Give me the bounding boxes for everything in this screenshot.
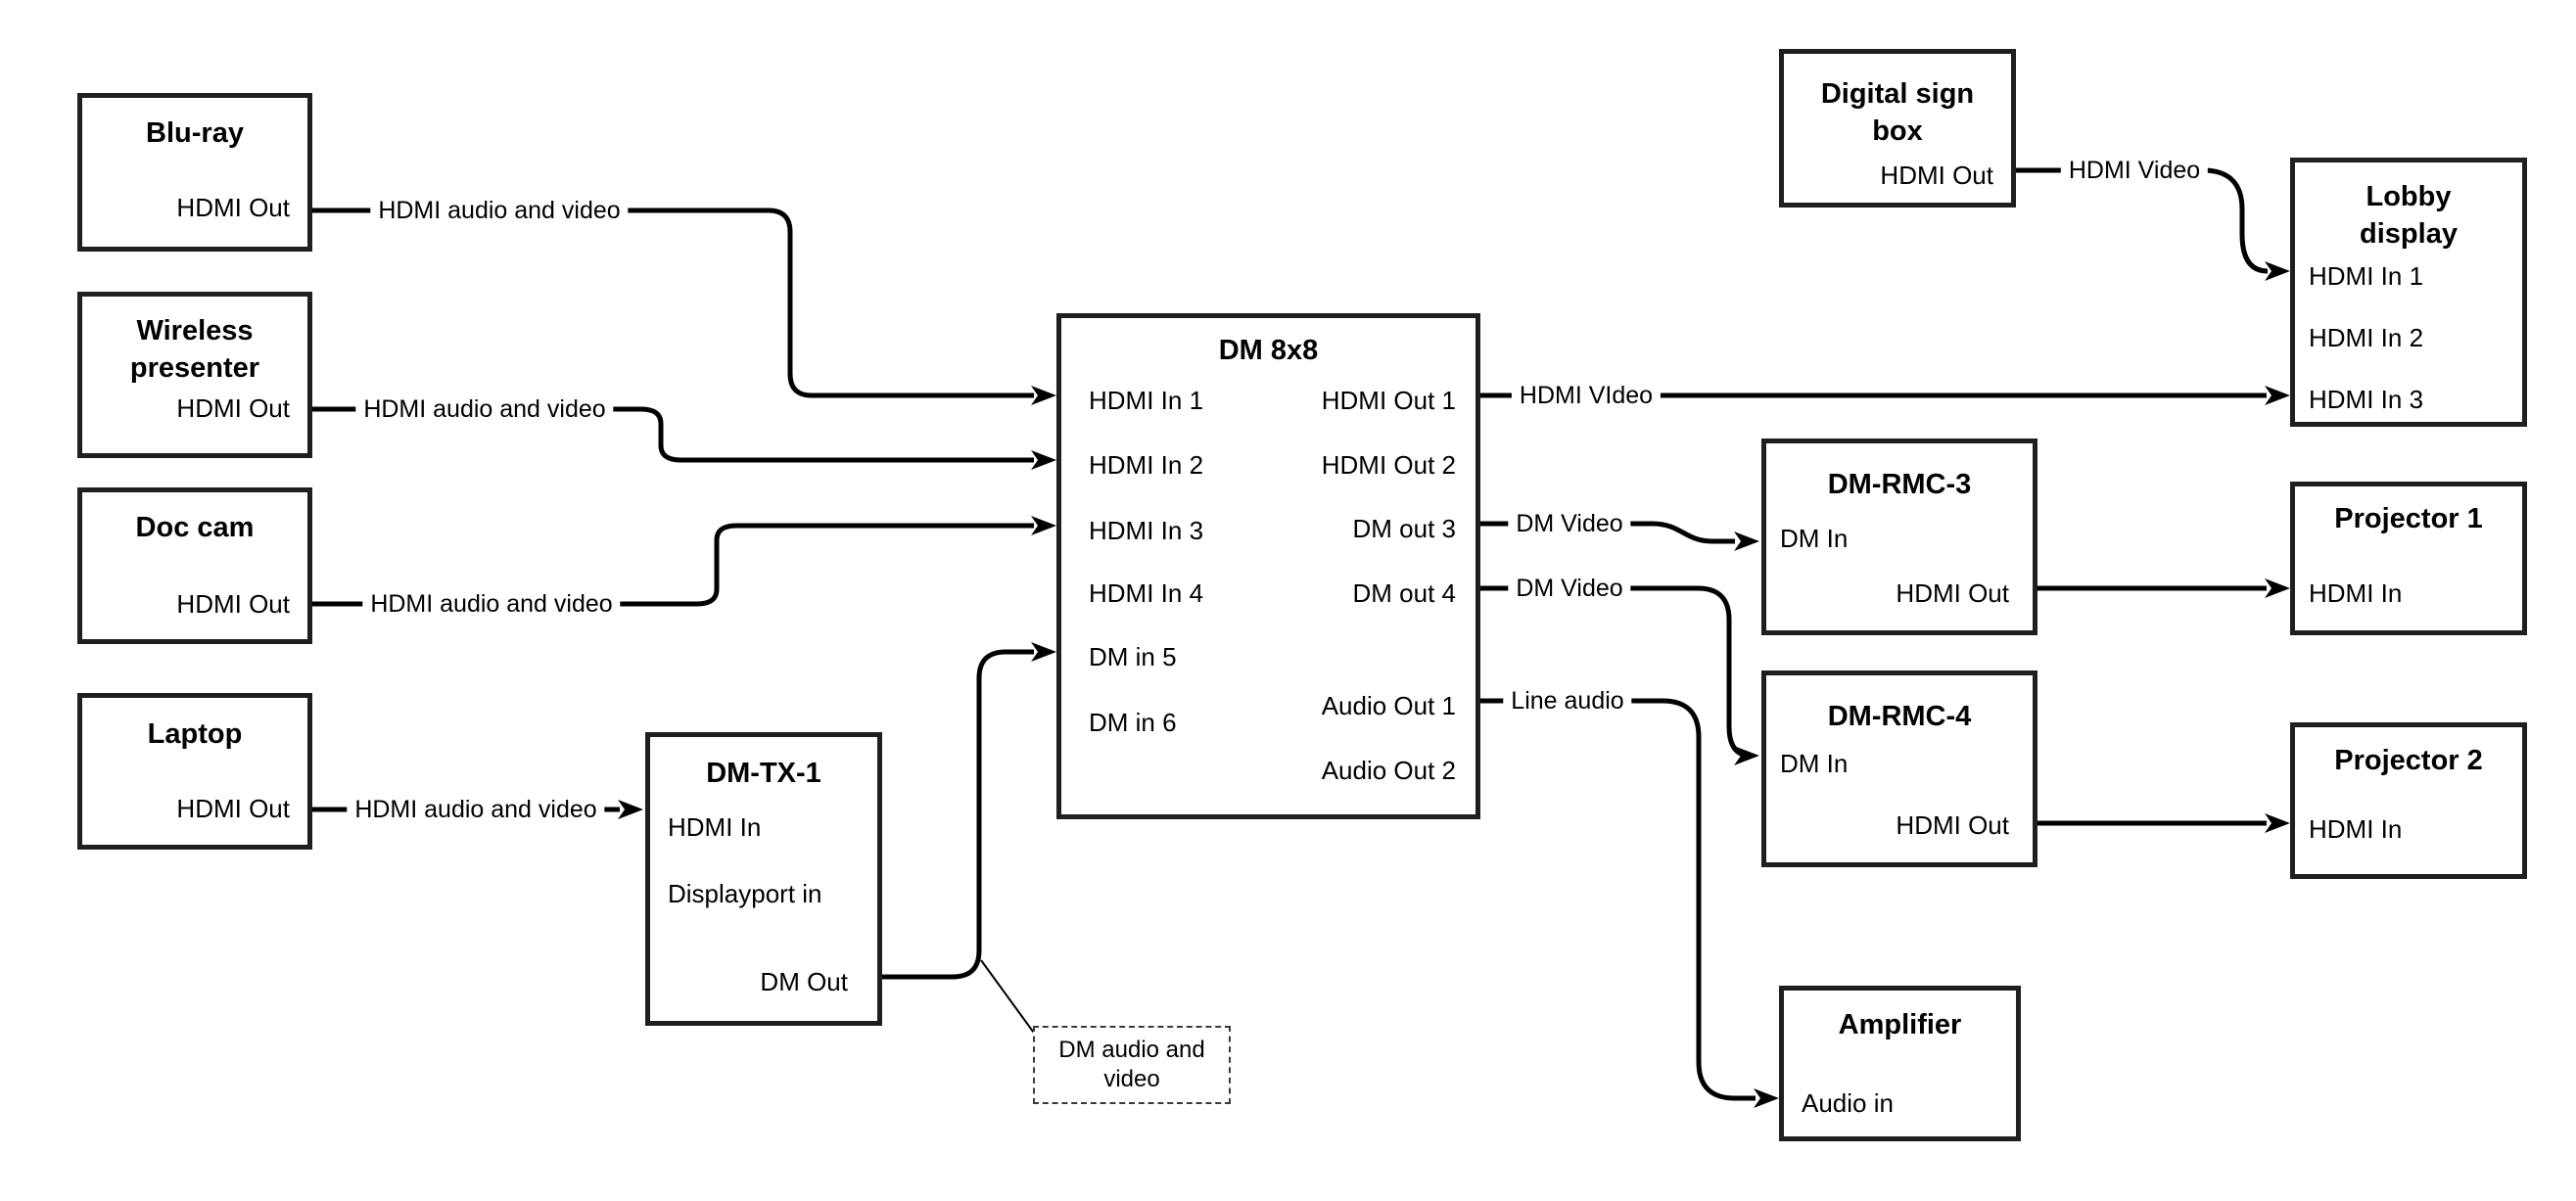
port-laptop-hdmi-out: HDMI Out: [176, 794, 290, 823]
port-rmc4-dm-in: DM In: [1780, 749, 1849, 778]
arrowhead-dm8x8-in2: [1031, 450, 1056, 470]
node-digsign-title: Digital sign box: [1820, 78, 1975, 147]
port-dm8x8-hdmi-out1: HDMI Out 1: [1321, 386, 1456, 415]
port-doccam-hdmi-out: HDMI Out: [176, 589, 290, 619]
wire-label-doccam: HDMI audio and video: [362, 589, 621, 619]
arrowhead-rmc3-dm-in: [1734, 531, 1759, 551]
wire-dm8x8-audioout1-to-amp: [1480, 698, 1756, 1101]
port-dm8x8-dm-out4: DM out 4: [1352, 578, 1457, 608]
port-amp-audio-in: Audio in: [1802, 1088, 1894, 1118]
wire-label-laptop: HDMI audio and video: [347, 795, 605, 824]
wire-dmtx1-to-dm8x8-in5: [881, 649, 1034, 980]
arrowhead-amp-audio-in: [1754, 1088, 1779, 1108]
port-dm8x8-audio-out1: Audio Out 1: [1321, 691, 1456, 720]
arrowhead-lobby-in3: [2265, 386, 2290, 405]
wire-label-bluray: HDMI audio and video: [370, 196, 629, 225]
node-dm-rmc-4: DM-RMC-4 DM In HDMI Out: [1761, 670, 2037, 867]
node-lobby-display: Lobby display HDMI In 1 HDMI In 2 HDMI I…: [2290, 158, 2527, 427]
arrowhead-proj1-hdmi-in: [2265, 578, 2290, 598]
callout-leader-line: [980, 959, 1037, 1037]
wire-dm8x8-out3-to-rmc3: [1480, 521, 1735, 544]
port-bluray-hdmi-out: HDMI Out: [176, 193, 290, 222]
wire-label-wireless: HDMI audio and video: [355, 394, 614, 424]
port-wireless-hdmi-out: HDMI Out: [176, 393, 290, 423]
node-doccam: Doc cam HDMI Out: [77, 487, 312, 644]
arrowhead-dm8x8-in1: [1031, 386, 1056, 405]
arrowhead-dmtx1-hdmi-in: [618, 800, 643, 819]
port-dm8x8-dm-in5: DM in 5: [1089, 642, 1177, 671]
node-dmtx1-title: DM-TX-1: [706, 758, 821, 789]
port-dm8x8-hdmi-in1: HDMI In 1: [1089, 386, 1204, 415]
arrowhead-dm8x8-in5: [1031, 642, 1056, 662]
wire-label-digsign: HDMI Video: [2060, 156, 2209, 185]
node-rmc3-title: DM-RMC-3: [1827, 469, 1972, 500]
port-dmtx1-hdmi-in: HDMI In: [668, 812, 762, 842]
port-proj1-hdmi-in: HDMI In: [2309, 578, 2403, 608]
arrowhead-rmc4-dm-in: [1734, 746, 1759, 765]
wire-label-audio-out1: Line audio: [1503, 686, 1632, 716]
arrowhead-lobby-in1: [2265, 261, 2290, 281]
port-dmtx1-displayport-in: Displayport in: [668, 879, 822, 908]
port-lobby-hdmi-in1: HDMI In 1: [2309, 261, 2424, 291]
wire-label-dm-out3: DM Video: [1508, 509, 1631, 538]
arrowhead-proj2-hdmi-in: [2265, 813, 2290, 833]
wire-label-dm-out4: DM Video: [1508, 574, 1631, 603]
node-amp-title: Amplifier: [1838, 1009, 1962, 1040]
port-dm8x8-audio-out2: Audio Out 2: [1321, 756, 1456, 785]
port-dm8x8-hdmi-in3: HDMI In 3: [1089, 516, 1204, 545]
node-rmc4-title: DM-RMC-4: [1827, 701, 1972, 732]
wire-label-hdmi-out1: HDMI VIdeo: [1511, 381, 1662, 410]
port-dm8x8-hdmi-in4: HDMI In 4: [1089, 578, 1204, 608]
node-lobby-title: Lobby display: [2360, 181, 2458, 250]
port-dm8x8-hdmi-in2: HDMI In 2: [1089, 450, 1204, 480]
wire-doccam-to-dm8x8-in3: [312, 523, 1034, 607]
port-dm8x8-dm-in6: DM in 6: [1089, 708, 1177, 737]
arrowhead-dm8x8-in3: [1031, 516, 1056, 535]
node-projector2: Projector 2 HDMI In: [2290, 722, 2527, 879]
node-digital-sign-box: Digital sign box HDMI Out: [1779, 49, 2016, 208]
port-rmc3-hdmi-out: HDMI Out: [1896, 578, 2009, 608]
node-laptop-title: Laptop: [147, 718, 243, 750]
port-digsign-hdmi-out: HDMI Out: [1880, 161, 1993, 190]
port-lobby-hdmi-in3: HDMI In 3: [2309, 385, 2424, 414]
node-dm8x8-title: DM 8x8: [1218, 335, 1319, 366]
node-projector1: Projector 1 HDMI In: [2290, 482, 2527, 635]
node-wireless-title: Wireless presenter: [129, 315, 260, 384]
wire-wireless-to-dm8x8-in2: [312, 406, 1034, 463]
node-bluray: Blu-ray HDMI Out: [77, 93, 312, 252]
port-rmc4-hdmi-out: HDMI Out: [1896, 810, 2009, 840]
node-dmtx1: DM-TX-1 HDMI In Displayport in DM Out: [645, 732, 882, 1026]
node-proj2-title: Projector 2: [2334, 745, 2483, 776]
node-doccam-title: Doc cam: [135, 512, 255, 543]
port-lobby-hdmi-in2: HDMI In 2: [2309, 323, 2424, 352]
node-laptop: Laptop HDMI Out: [77, 693, 312, 850]
node-bluray-title: Blu-ray: [146, 117, 244, 149]
node-amplifier: Amplifier Audio in: [1779, 986, 2021, 1141]
port-dmtx1-dm-out: DM Out: [760, 967, 848, 996]
node-wireless-presenter: Wireless presenter HDMI Out: [77, 292, 312, 458]
node-dm8x8: DM 8x8 HDMI In 1 HDMI In 2 HDMI In 3 HDM…: [1056, 313, 1480, 819]
wire-dm8x8-out4-to-rmc4: [1480, 585, 1752, 759]
node-dm-rmc-3: DM-RMC-3 DM In HDMI Out: [1761, 439, 2037, 635]
callout-dm-audio-and-video: DM audio and video: [1033, 1026, 1231, 1104]
wire-digsign-to-lobby-in1: [2016, 167, 2269, 274]
port-dm8x8-hdmi-out2: HDMI Out 2: [1321, 450, 1456, 480]
port-dm8x8-dm-out3: DM out 3: [1352, 514, 1457, 543]
wire-bluray-to-dm8x8-in1: [312, 208, 1034, 398]
port-rmc3-dm-in: DM In: [1780, 524, 1849, 553]
node-proj1-title: Projector 1: [2334, 503, 2483, 534]
port-proj2-hdmi-in: HDMI In: [2309, 814, 2403, 844]
callout-text: DM audio and video: [1058, 1037, 1205, 1092]
